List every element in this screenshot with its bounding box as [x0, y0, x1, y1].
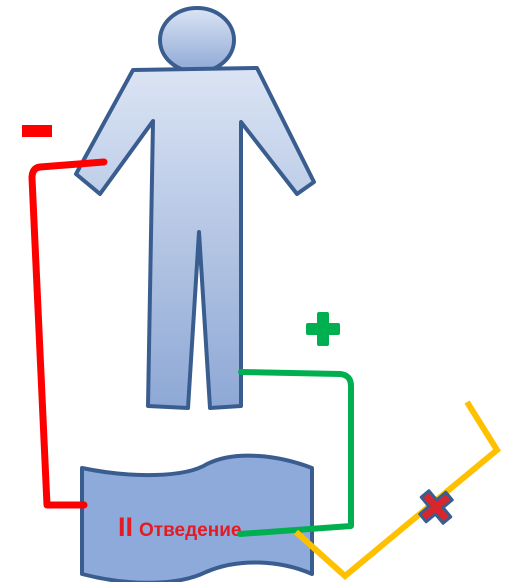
figure-body — [74, 66, 316, 410]
human-figure — [74, 6, 316, 410]
minus-icon — [22, 125, 52, 137]
neutral-plus-icon — [418, 489, 454, 525]
positive-wire — [237, 369, 354, 537]
figure-head — [158, 6, 236, 74]
negative-wire — [28, 158, 108, 509]
lead-number: II — [118, 512, 133, 542]
lead-device: II Отведение — [80, 453, 314, 582]
plus-icon — [306, 312, 340, 346]
lead-word: Отведение — [139, 520, 241, 541]
lead-label: II Отведение — [118, 512, 241, 542]
device-body — [80, 453, 314, 582]
neutral-wire — [293, 400, 501, 580]
